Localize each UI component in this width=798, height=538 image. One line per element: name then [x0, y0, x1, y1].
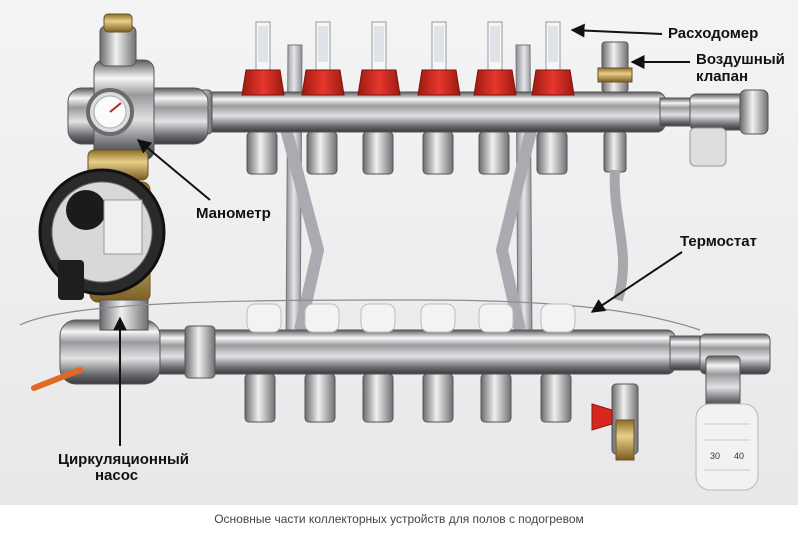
upper-manifold [189, 89, 769, 167]
manifold-photo: 30 40 [0, 0, 798, 505]
drain-valve [591, 383, 639, 461]
circulation-pump [38, 168, 166, 303]
thermo-caps [246, 303, 576, 333]
label-pump-2: насос [95, 467, 139, 484]
pressure-gauge [86, 88, 134, 136]
thermostat-head [695, 355, 759, 491]
arrow-flowmeter [570, 23, 663, 38]
label-air-valve-2: клапан [696, 68, 749, 85]
thermostat-scale-40: 40 [734, 451, 744, 461]
air-valve [597, 41, 633, 302]
label-air-valve-1: Воздушный [696, 51, 785, 68]
label-thermostat: Термостат [680, 233, 757, 250]
photo-caption: Основные части коллекторных устройств дл… [214, 512, 584, 526]
label-gauge: Манометр [196, 205, 271, 222]
thermostat-scale-30: 30 [710, 451, 720, 461]
label-flowmeter: Расходомер [668, 25, 759, 42]
lower-outlet-fittings [244, 373, 572, 423]
flowmeters [241, 21, 575, 96]
callout-arrows [113, 23, 690, 446]
arrow-gauge [136, 139, 211, 201]
upper-outlet-fittings [246, 131, 568, 175]
arrow-thermostat [590, 251, 683, 313]
label-pump-1: Циркуляционный [58, 451, 190, 468]
